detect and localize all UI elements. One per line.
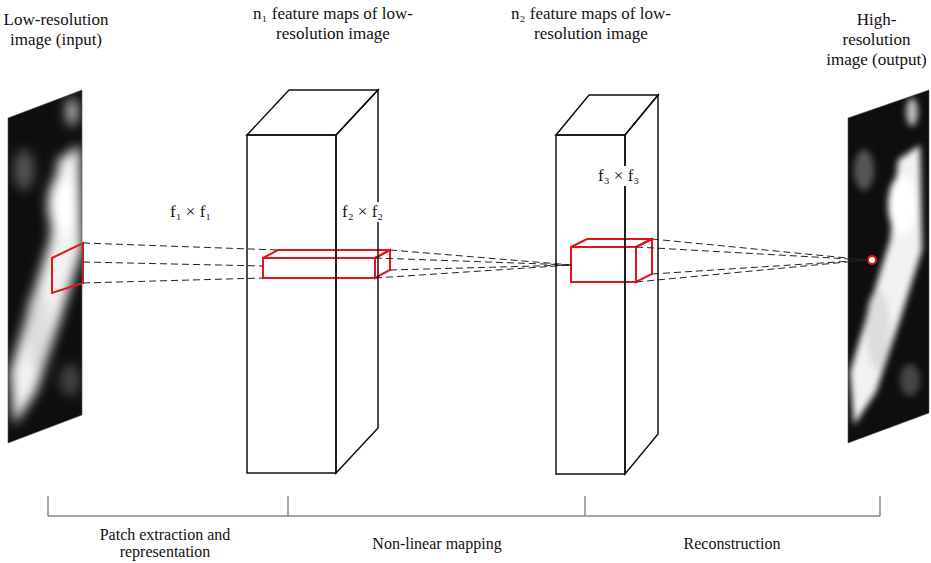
input-image: Low-resolution image (input) (0, 0, 112, 450)
input-patch (52, 243, 83, 293)
projection-lines (375, 250, 572, 278)
feature-map-stack: n₂ feature maps of low-resolution image (486, 0, 696, 480)
output-pixel (868, 256, 876, 264)
kernel-size: f₁ × f₁ (168, 202, 213, 222)
kernel-size: f₃ × f₃ (596, 166, 641, 186)
low-resolution-picture (0, 80, 90, 450)
patch-cuboid (263, 250, 390, 278)
node-heading: High-resolution image (output) (824, 10, 929, 70)
high-resolution-picture (840, 80, 931, 450)
output-image: High-resolution image (output) (824, 0, 929, 450)
node-outline (486, 0, 696, 480)
stage-label: Non-linear mapping (337, 535, 537, 552)
node-outline (0, 0, 112, 450)
projection-lines (636, 239, 868, 282)
feature-map-stack: n₁ feature maps of low-resolution image (228, 0, 438, 480)
projection-lines (83, 243, 278, 283)
node-heading: Low-resolution image (input) (0, 10, 112, 50)
stage-label: Reconstruction (632, 535, 832, 552)
node-heading: n₁ feature maps of low-resolution image (228, 4, 438, 44)
stage-label: Patch extraction and representation (65, 526, 265, 560)
stage-bracket (48, 496, 880, 516)
patch-cuboid (571, 239, 652, 282)
node-heading: n₂ feature maps of low-resolution image (486, 4, 696, 44)
kernel-size: f₂ × f₂ (340, 202, 385, 222)
node-outline (228, 0, 438, 480)
